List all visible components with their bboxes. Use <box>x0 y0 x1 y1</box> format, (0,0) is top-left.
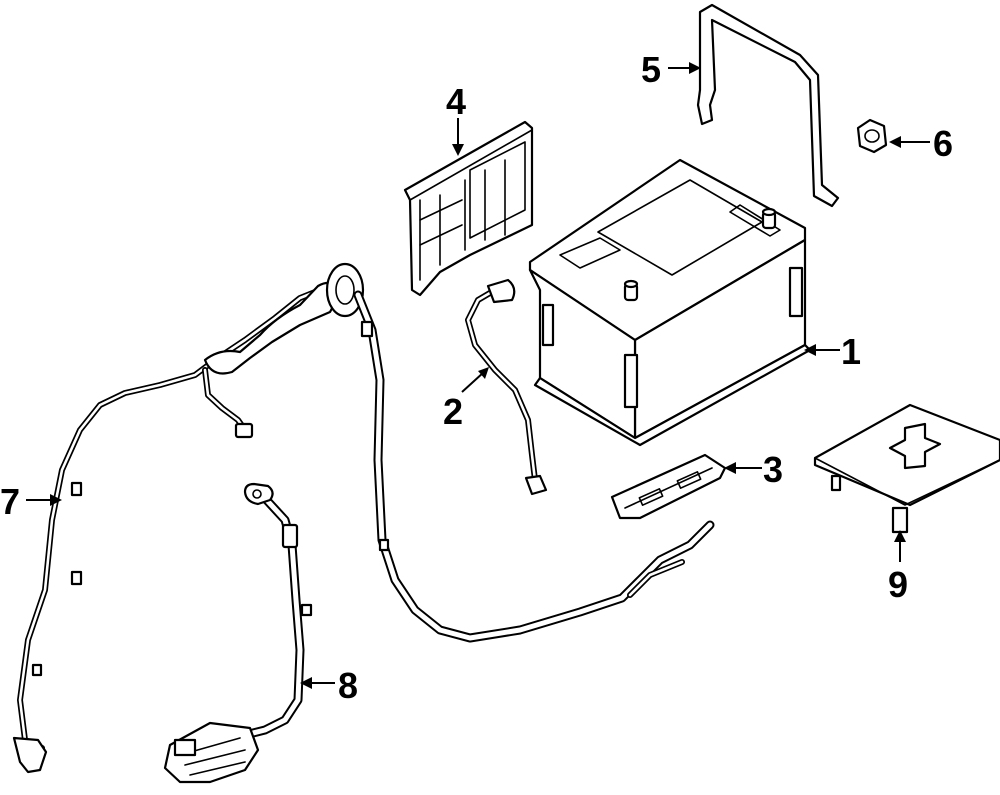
part-2-sensor-cable <box>465 278 548 496</box>
part-7-harness <box>12 262 365 774</box>
part-9-terminal-cover <box>813 403 1000 534</box>
callout-6: 6 <box>933 123 953 164</box>
callout-4: 4 <box>446 81 466 122</box>
callout-7: 7 <box>0 481 20 522</box>
callout-8: 8 <box>338 665 358 706</box>
callout-9: 9 <box>888 564 908 605</box>
callout-2: 2 <box>443 391 463 432</box>
callout-5: 5 <box>641 49 661 90</box>
part-4-battery-tray <box>403 120 534 297</box>
callout-1: 1 <box>841 331 861 372</box>
main-cable <box>353 290 715 643</box>
callout-3: 3 <box>763 449 783 490</box>
part-6-nut <box>856 118 888 154</box>
part-8-ground-cable <box>163 482 313 784</box>
part-1-battery <box>528 158 812 447</box>
part-3-clamp <box>610 453 727 520</box>
leader-arrows <box>26 62 930 689</box>
part-5-hold-down-strap <box>696 3 840 208</box>
